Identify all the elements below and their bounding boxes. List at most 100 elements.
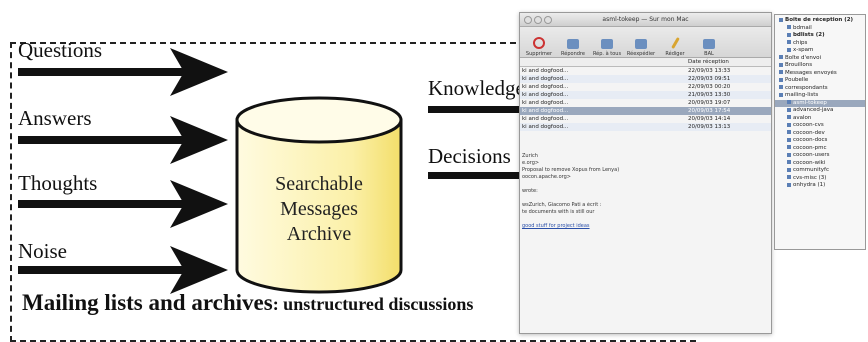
mailbox-name: Boîte de réception (2) bbox=[785, 17, 854, 23]
mailbox-name: cocoon-docs bbox=[793, 137, 828, 143]
reply-all-icon bbox=[601, 39, 613, 49]
mailbox-icon bbox=[703, 39, 715, 49]
message-row: ki and dogfood...20/09/03 14:14 bbox=[520, 115, 771, 123]
mailbox-name: avalon bbox=[793, 114, 812, 121]
message-subject: ki and dogfood... bbox=[522, 108, 569, 114]
preview-line bbox=[520, 181, 771, 188]
reply-all-button: Rép. à tous bbox=[592, 39, 622, 57]
message-row: ki and dogfood... 22/09/03 09:51 bbox=[520, 75, 771, 83]
mailbox-item: asml-tokeep bbox=[775, 99, 865, 107]
folder-icon bbox=[787, 152, 791, 157]
archive-label-line: Archive bbox=[286, 223, 352, 245]
folder-icon bbox=[787, 167, 791, 172]
mailbox-name: chips bbox=[793, 39, 808, 46]
mailbox-name: mailing-lists bbox=[785, 92, 819, 98]
archive-cylinder bbox=[235, 96, 403, 294]
message-date: 22/09/03 13:33 bbox=[688, 68, 731, 74]
reply-icon bbox=[567, 39, 579, 49]
folder-icon bbox=[787, 100, 791, 104]
close-dot-icon bbox=[524, 16, 532, 24]
input-label-answers: Answers bbox=[18, 106, 92, 130]
message-date: 20/09/03 17:54 bbox=[688, 108, 731, 114]
message-subject: ki and dogfood... bbox=[522, 100, 569, 106]
mailbox-item: Boîte de réception (2) bbox=[775, 17, 865, 25]
folder-icon bbox=[787, 47, 791, 52]
mailbox-item: communityfc bbox=[775, 167, 865, 175]
message-row: ki and dogfood... 21/09/03 13:30 bbox=[520, 91, 771, 99]
folder-icon bbox=[787, 182, 791, 187]
mailbox-item: advanced-java bbox=[775, 107, 865, 115]
message-subject: ki and dogfood... bbox=[522, 76, 569, 82]
preview-line: wrote: bbox=[522, 188, 538, 194]
folder-icon bbox=[787, 32, 791, 37]
message-date: 21/09/03 13:30 bbox=[688, 92, 731, 98]
message-row: ki and dogfood...22/09/03 13:33 bbox=[520, 67, 771, 75]
input-arrow-questions bbox=[18, 48, 228, 96]
mailbox-item: cocoon-docs bbox=[775, 137, 865, 145]
caption: Mailing lists and archives: unstructured… bbox=[22, 290, 473, 316]
window-controls bbox=[524, 16, 554, 29]
input-arrow-answers bbox=[18, 116, 228, 164]
mailbox-item: mailing-lists bbox=[775, 92, 865, 100]
message-subject: ki and dogfood... bbox=[522, 92, 569, 98]
preview-line: te documents with is still our bbox=[522, 209, 595, 215]
mail-app-window: asml-tokeep — Sur mon Mac Supprimer Répo… bbox=[519, 12, 772, 334]
preview-line: good stuff for project ideas bbox=[522, 223, 590, 229]
mailbox-button: BAL bbox=[694, 39, 724, 57]
message-subject: ki and dogfood... bbox=[522, 124, 569, 130]
message-subject: ki and dogfood... bbox=[522, 84, 569, 90]
mailbox-item: cocoon-dev bbox=[775, 130, 865, 138]
mailbox-name: bdmail bbox=[793, 24, 812, 31]
mailbox-name: Boîte d'envoi bbox=[785, 54, 821, 61]
mailbox-item: correspondants bbox=[775, 85, 865, 93]
message-date: 22/09/03 09:51 bbox=[688, 76, 731, 82]
caption-subtitle: : unstructured discussions bbox=[272, 294, 474, 314]
mail-toolbar: Supprimer Répondre Rép. à tous Réexpédie… bbox=[520, 27, 771, 58]
mailbox-item: cocoon-pmc bbox=[775, 145, 865, 153]
mailbox-item: cocoon-users bbox=[775, 152, 865, 160]
mailbox-item: Poubelle bbox=[775, 77, 865, 85]
folder-icon bbox=[779, 62, 783, 67]
mailbox-name: cocoon-dev bbox=[793, 129, 825, 136]
forward-icon bbox=[635, 39, 647, 49]
archive-label: Searchable Messages Archive bbox=[248, 172, 390, 247]
mailbox-item: bdmail bbox=[775, 25, 865, 33]
mailbox-item: onhydra (1) bbox=[775, 182, 865, 190]
mail-titlebar: asml-tokeep — Sur mon Mac bbox=[520, 13, 771, 27]
archive-label-line: Searchable bbox=[275, 173, 363, 195]
folder-icon bbox=[787, 145, 791, 149]
mailbox-item: cvs-misc (3) bbox=[775, 175, 865, 183]
folder-icon bbox=[787, 160, 791, 164]
mailbox-name: cocoon-cvs bbox=[793, 122, 824, 128]
folder-icon bbox=[779, 92, 783, 97]
mailbox-name: asml-tokeep bbox=[793, 99, 827, 106]
message-row: ki and dogfood...22/09/03 00:20 bbox=[520, 83, 771, 91]
toolbar-label: Répondre bbox=[561, 51, 585, 57]
toolbar-label: Rédiger bbox=[665, 51, 685, 57]
preview-line: e.org> bbox=[522, 160, 540, 166]
folder-icon bbox=[787, 25, 791, 29]
compose-button: Rédiger bbox=[660, 37, 690, 57]
mailbox-item: Boîte d'envoi bbox=[775, 55, 865, 63]
output-label-decisions: Decisions bbox=[428, 144, 511, 168]
mailbox-name: Poubelle bbox=[785, 77, 809, 83]
reply-button: Répondre bbox=[558, 39, 588, 57]
message-row: ki and dogfood...20/09/03 19:07 bbox=[520, 99, 771, 107]
delete-button: Supprimer bbox=[524, 37, 554, 57]
folder-icon bbox=[787, 40, 791, 44]
preview-line bbox=[520, 216, 771, 223]
message-date: 20/09/03 14:14 bbox=[688, 116, 731, 122]
mailbox-name: cocoon-users bbox=[793, 152, 830, 158]
mailbox-name: onhydra (1) bbox=[793, 182, 826, 188]
preview-line: oocon.apache.org> bbox=[522, 174, 571, 180]
folder-icon bbox=[787, 107, 791, 112]
message-date: 20/09/03 13:13 bbox=[688, 124, 731, 130]
dashed-frame bbox=[10, 42, 696, 342]
folder-icon bbox=[779, 85, 783, 89]
input-label-noise: Noise bbox=[18, 239, 67, 263]
mailbox-name: correspondants bbox=[785, 84, 828, 91]
mailbox-name: cocoon-wiki bbox=[793, 159, 826, 166]
